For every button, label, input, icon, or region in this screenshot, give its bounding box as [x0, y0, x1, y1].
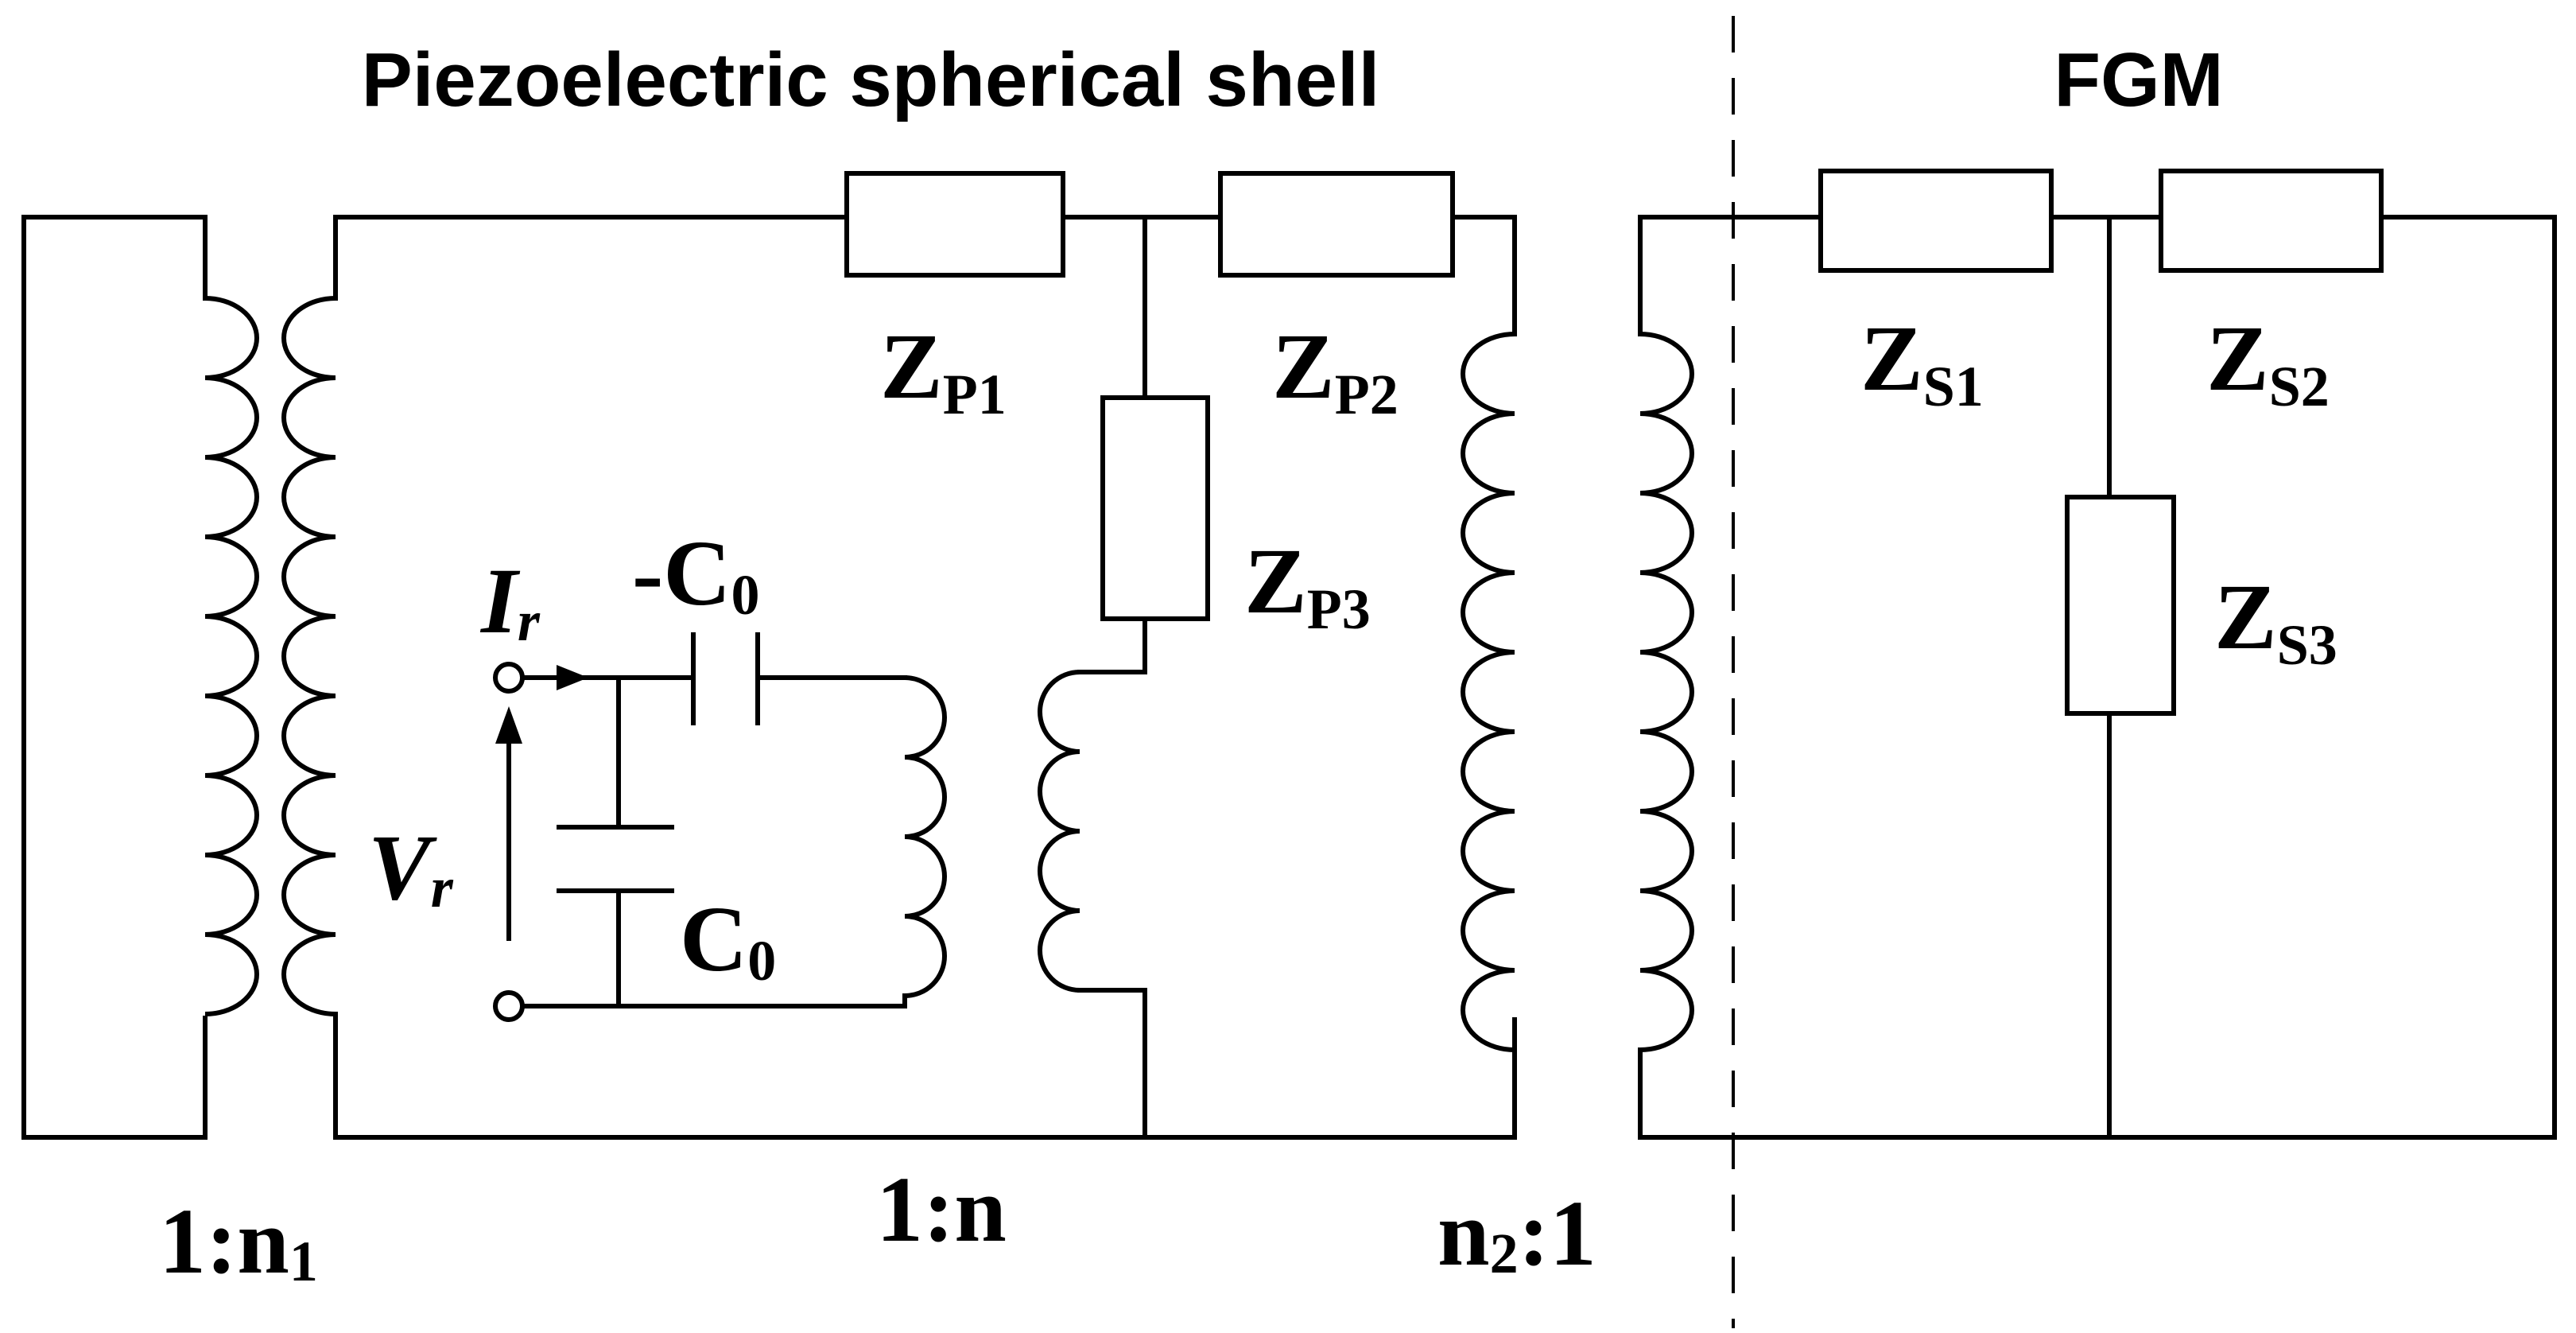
label-current: Ir — [479, 549, 541, 653]
cap-bottom-wire — [514, 993, 907, 1008]
transformer-1-secondary-coil — [284, 298, 336, 1014]
label-neg-c0: -C0 — [632, 521, 760, 627]
transformer-2-secondary-coil — [1640, 334, 1692, 1050]
voltage-arrow-head — [495, 706, 522, 744]
piezo-section-title: Piezoelectric spherical shell — [362, 37, 1380, 122]
terminal-bottom — [493, 990, 525, 1022]
fgm-section-title: FGM — [2054, 37, 2223, 122]
label-zs3: ZS3 — [2214, 565, 2337, 677]
impedance-zp2 — [1218, 171, 1455, 278]
transformer-n-secondary-coil — [1040, 672, 1080, 990]
label-zs1: ZS1 — [1860, 306, 1984, 418]
piezo-bottom-wire — [333, 1012, 1517, 1140]
impedance-zs3 — [2065, 495, 2176, 716]
label-zp1: ZP1 — [880, 314, 1007, 426]
label-zp3: ZP3 — [1244, 529, 1371, 641]
label-c0: C0 — [680, 887, 776, 993]
current-arrow — [557, 665, 588, 690]
label-zp2: ZP2 — [1272, 314, 1399, 426]
zp3-bottom-wire — [1077, 616, 1147, 674]
impedance-zp3 — [1100, 395, 1210, 621]
piezo-top-wire — [333, 215, 849, 301]
label-voltage: Vr — [368, 815, 454, 919]
zp3-return-wire — [1077, 988, 1147, 1140]
input-loop-wire — [21, 215, 208, 1140]
impedance-zp1 — [844, 171, 1065, 278]
impedance-zs2 — [2159, 169, 2384, 273]
fgm-right-wire — [1638, 215, 2557, 1140]
fgm-top-wire — [1638, 215, 1823, 336]
terminal-top — [493, 662, 525, 694]
transformer-n-primary-coil — [905, 678, 945, 996]
ratio-middle: 1:n — [876, 1157, 1007, 1261]
ratio-right: n2:1 — [1437, 1181, 1596, 1285]
label-zs2: ZS2 — [2206, 306, 2330, 418]
transformer-2-primary-coil — [1463, 334, 1515, 1050]
ratio-left: 1:n1 — [159, 1189, 318, 1293]
impedance-zs1 — [1818, 169, 2054, 273]
transformer-1-primary-coil — [205, 298, 257, 1014]
